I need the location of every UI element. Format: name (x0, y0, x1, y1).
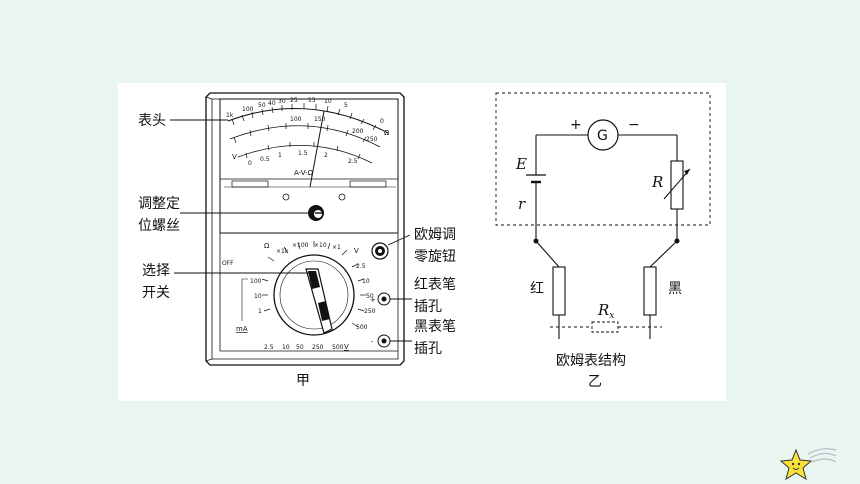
galvanometer-plus: + (570, 117, 582, 133)
selector-ohm-range: ×100 (292, 242, 309, 249)
selector-ohm-range: ×1 (332, 244, 341, 251)
ohmmeter-circuit: G + − E r R 红 黑 Rx 欧姆表结构 乙 (495, 92, 711, 390)
rx-resistor (591, 321, 619, 333)
ohm-tick-label: 5 (344, 102, 348, 109)
ohm-tick-label: 10 (324, 98, 332, 105)
selector-bottom-range: 50 (296, 344, 304, 351)
ohm-tick-label: 30 (278, 98, 286, 105)
ohm-tick-label: 100 (242, 106, 254, 113)
label-selector: 开关 (142, 285, 170, 301)
selector-current-range: 10 (254, 293, 262, 300)
red-probe (552, 266, 566, 316)
galvanometer-minus: − (628, 117, 640, 133)
ohm-tick-label: 25 (290, 97, 298, 104)
plus-label: + (370, 296, 376, 304)
selector-voltage-range: 50 (366, 293, 374, 300)
ohm-mid-label: 100 (290, 116, 302, 123)
ohm-mid-label: 150 (314, 116, 326, 123)
ohm-arc (227, 108, 389, 134)
ohm-scale-symbol: Ω (384, 129, 390, 137)
star-icon (779, 448, 837, 481)
ohm-tick-label: 50 (258, 102, 266, 109)
label-meter-head: 表头 (138, 113, 166, 129)
minus-label: - (371, 338, 374, 346)
selector-v-label: V (354, 247, 359, 255)
dcv-arc (229, 125, 381, 148)
label-zero-adjust: 位螺丝 (138, 218, 180, 234)
selector-voltage-range: 2.5 (356, 263, 366, 270)
label-ohm-zero-knob: 零旋钮 (414, 249, 456, 265)
leader-lines (170, 119, 412, 342)
label-ohm-zero-knob: 欧姆调 (414, 227, 456, 243)
black-probe-label: 黑 (668, 281, 682, 297)
red-probe-label: 红 (530, 281, 544, 297)
label-zero-adjust: 调整定 (138, 196, 180, 212)
figure-svg: 1k 100 50 40 30 25 15 10 5 0 Ω 100 150 2… (138, 92, 711, 390)
volt-tick-label: 2 (324, 152, 328, 159)
selector-omega-label: Ω (264, 242, 270, 250)
label-selector: 选择 (142, 263, 170, 279)
acv-arc (237, 145, 373, 164)
selector-ohm-range: ×1k (276, 248, 289, 255)
black-probe (643, 266, 657, 316)
scale-caption: A-V-Ω (294, 169, 314, 177)
galvanometer (587, 119, 619, 151)
rx-label: Rx (597, 301, 614, 321)
ohm-tick-label: 1k (226, 112, 234, 119)
ohm-tick-label: 40 (268, 100, 276, 107)
label-red-jack: 插孔 (414, 299, 442, 315)
rheostat (670, 160, 684, 210)
caption-right-sub: 乙 (588, 374, 602, 390)
emf-label: E (515, 155, 527, 173)
ohm-mid-label: 200 (352, 128, 364, 135)
internal-resistance-label: r (518, 195, 526, 213)
figure-panel: 1k 100 50 40 30 25 15 10 5 0 Ω 100 150 2… (118, 83, 726, 401)
ohm-tick-label: 0 (380, 118, 384, 125)
volt-tick-label: 1.5 (298, 150, 308, 157)
label-black-jack: 黑表笔 (414, 319, 456, 335)
selector-voltage-range: 500 (356, 324, 368, 331)
volt-symbol: V (232, 153, 237, 161)
selector-voltage-range: 250 (364, 308, 376, 315)
selector-ohm-range: ×10 (314, 242, 327, 249)
label-red-jack: 红表笔 (414, 277, 456, 293)
selector-ticks (261, 241, 366, 328)
internal-dashed-box (495, 92, 711, 226)
scale-ticks (231, 103, 377, 160)
selector-voltage-range: 10 (362, 278, 370, 285)
selector-bottom-range: 2.5 (264, 344, 274, 351)
label-black-jack: 插孔 (414, 341, 442, 357)
selector-ma-label: mA (236, 325, 248, 333)
selector-current-range: 100 (250, 278, 262, 285)
galvanometer-label: G (597, 128, 608, 144)
meter-needle (309, 110, 325, 188)
caption-right: 欧姆表结构 (556, 353, 626, 369)
multimeter: 1k 100 50 40 30 25 15 10 5 0 Ω 100 150 2… (138, 92, 456, 389)
volt-tick-label: 0 (248, 160, 252, 167)
selector-bottom-v: V (344, 343, 349, 351)
volt-tick-label: 0.5 (260, 156, 270, 163)
caption-left: 甲 (296, 373, 310, 389)
ohm-tick-label: 15 (308, 97, 316, 104)
volt-tick-label: 2.5 (348, 158, 358, 165)
volt-tick-label: 1 (278, 152, 282, 159)
selector-off-label: OFF (222, 260, 234, 267)
selector-bottom-range: 250 (312, 344, 324, 351)
selector-bottom-range: 500 (332, 344, 344, 351)
selector-bottom-range: 10 (282, 344, 290, 351)
rheostat-label: R (651, 173, 663, 191)
selector-current-range: 1 (258, 308, 262, 315)
ohm-mid-label: 250 (366, 136, 378, 143)
